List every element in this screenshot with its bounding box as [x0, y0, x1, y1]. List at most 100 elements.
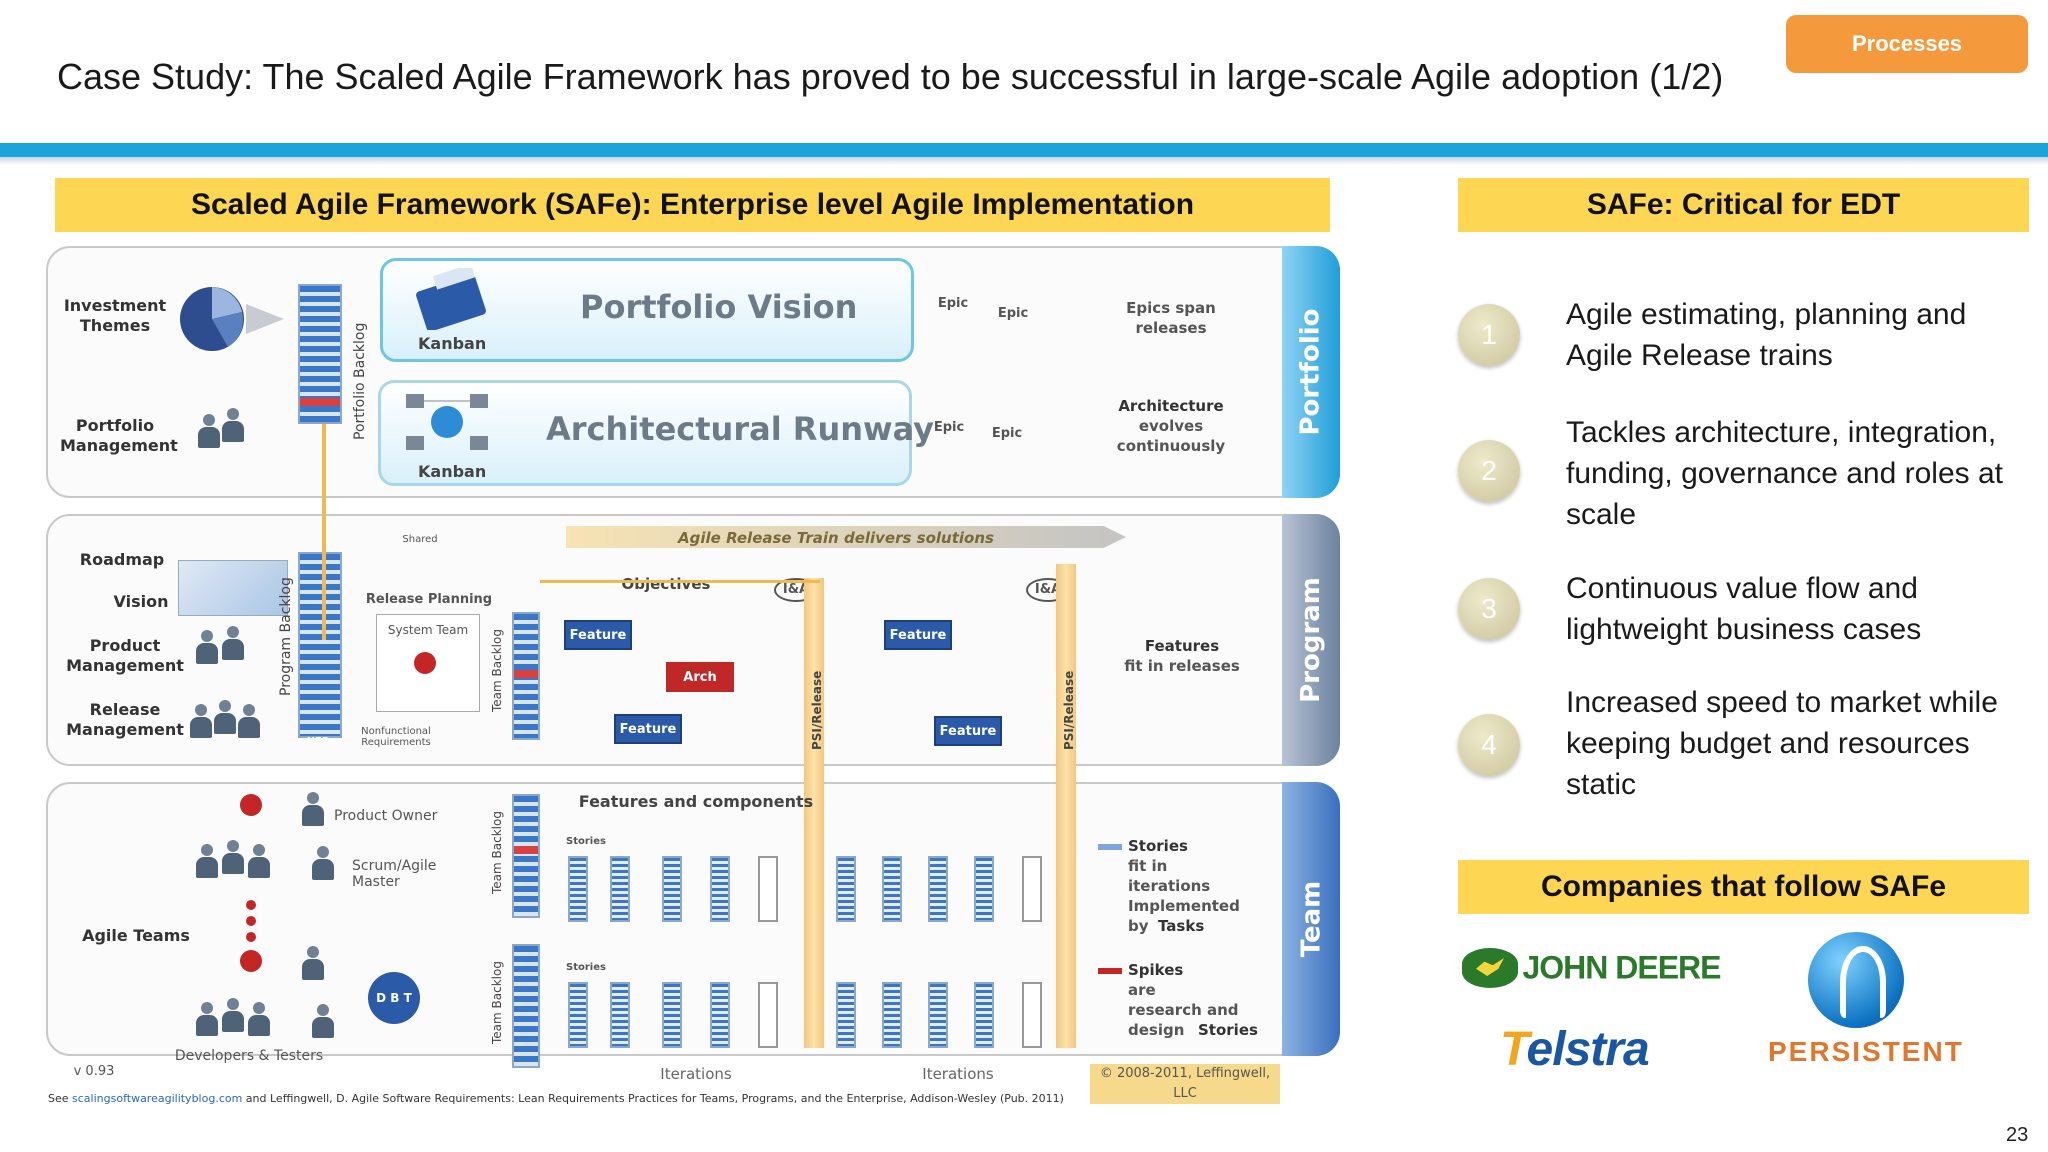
- team-backlog-stack: [512, 794, 540, 918]
- team-backlog-label: Team Backlog: [490, 961, 504, 1044]
- iterations-label: Iterations: [660, 1065, 732, 1083]
- iteration-column: [836, 856, 856, 922]
- stories-note: fit in iterations Implemented by: [1128, 857, 1240, 935]
- person-icon: [196, 630, 218, 664]
- stories-label: Stories: [566, 836, 606, 847]
- iteration-column: [758, 982, 778, 1048]
- team-backlog-label: Team Backlog: [490, 811, 504, 894]
- psi-release-label: PSI/Release: [1062, 670, 1076, 750]
- companies-section-header: Companies that follow SAFe: [1458, 860, 2029, 914]
- bullet-number-1: 1: [1458, 304, 1520, 366]
- program-tab: Program: [1282, 514, 1340, 766]
- iteration-column: [610, 982, 630, 1048]
- iterations-label: Iterations: [922, 1065, 994, 1083]
- release-management-label: Release Management: [66, 700, 184, 739]
- product-owner-label: Product Owner: [334, 808, 438, 824]
- connector-dot: [246, 932, 256, 942]
- iteration-column: [1022, 982, 1042, 1048]
- iteration-column: [1022, 856, 1042, 922]
- iteration-column: [568, 982, 588, 1048]
- connector-dot: [246, 916, 256, 926]
- epics-span-note: Epics span releases: [1126, 299, 1216, 337]
- bullet-number-4: 4: [1458, 714, 1520, 776]
- safe-framework-diagram: Portfolio Program Team Investment Themes…: [46, 244, 1344, 1105]
- version-label: v 0.93: [73, 1064, 115, 1079]
- feature-card: Feature: [614, 714, 682, 744]
- portfolio-backlog-stack: [298, 284, 342, 424]
- team-dot: [240, 794, 262, 816]
- stories-legend-swatch: [1098, 844, 1122, 850]
- bullet-text-1: Agile estimating, planning and Agile Rel…: [1566, 298, 1967, 372]
- program-band: [46, 514, 1338, 766]
- person-icon: [196, 1002, 218, 1036]
- scrum-master-label: Scrum/Agile Master: [352, 858, 437, 890]
- epic-label: Epic: [997, 306, 1029, 321]
- iteration-column: [882, 982, 902, 1048]
- connector-dot: [246, 900, 256, 910]
- architecture-note-bold: Architecture: [1118, 397, 1224, 415]
- slide-title: Case Study: The Scaled Agile Framework h…: [57, 56, 1724, 97]
- person-icon: [222, 840, 244, 874]
- epic-label: Epic: [991, 426, 1023, 441]
- page-number: 23: [2006, 1124, 2029, 1146]
- iteration-column: [836, 982, 856, 1048]
- iteration-column: [568, 856, 588, 922]
- runway-network-icon: [406, 394, 488, 450]
- persistent-globe-icon: [1808, 932, 1904, 1028]
- person-icon: [312, 1004, 334, 1038]
- person-icon: [222, 408, 244, 442]
- agile-release-train-arrow: [566, 526, 1126, 548]
- person-icon: [198, 414, 220, 448]
- bullet-number-2: 2: [1458, 440, 1520, 502]
- features-components-label: Features and components: [578, 792, 814, 811]
- portfolio-tab: Portfolio: [1282, 246, 1340, 498]
- team-tab: Team: [1282, 782, 1340, 1056]
- safe-section-header: Scaled Agile Framework (SAFe): Enterpris…: [55, 178, 1330, 232]
- copyright-label: © 2008-2011, Leffingwell, LLC: [1090, 1064, 1280, 1104]
- psi-release-bar: [1056, 564, 1076, 1048]
- accent-rule-shadow: [0, 157, 2048, 165]
- team-backlog-label: Team Backlog: [490, 629, 504, 712]
- person-icon: [312, 846, 334, 880]
- flow-line: [540, 580, 820, 583]
- team-dot: [240, 950, 262, 972]
- stories-label: Stories: [566, 962, 606, 973]
- architecture-note: evolves continuously: [1116, 417, 1226, 455]
- bullet-number-3: 3: [1458, 578, 1520, 640]
- person-icon: [214, 700, 236, 734]
- psi-release-label: PSI/Release: [810, 670, 824, 750]
- product-management-label: Product Management: [66, 636, 184, 675]
- flow-line: [322, 424, 326, 550]
- features-note: fit in releases: [1124, 657, 1240, 675]
- flow-line: [322, 544, 326, 640]
- footnote-link[interactable]: scalingsoftwareagilityblog.com: [72, 1092, 243, 1105]
- nonfunctional-requirements-label: Nonfunctional Requirements: [361, 726, 431, 748]
- vision-label: Vision: [113, 592, 169, 611]
- developers-testers-label: Developers & Testers: [174, 1048, 324, 1064]
- iteration-column: [662, 982, 682, 1048]
- framework-footnote: See scalingsoftwareagilityblog.com and L…: [48, 1092, 1064, 1105]
- portfolio-vision-title: Portfolio Vision: [580, 288, 858, 326]
- person-icon: [238, 704, 260, 738]
- deer-icon: [1462, 948, 1518, 988]
- roadmap-label: Roadmap: [79, 550, 165, 569]
- iteration-column: [974, 856, 994, 922]
- program-backlog-label: Program Backlog: [278, 577, 294, 696]
- iteration-column: [882, 856, 902, 922]
- architectural-runway-box: [378, 380, 912, 486]
- investment-pie-icon: [180, 287, 284, 351]
- person-icon: [222, 998, 244, 1032]
- iteration-column: [758, 856, 778, 922]
- epic-label: Epic: [933, 420, 965, 435]
- spikes-note-bold: Spikes: [1128, 961, 1184, 979]
- processes-badge[interactable]: Processes: [1786, 15, 2028, 73]
- team-dot: [414, 652, 436, 674]
- system-team-label: System Team: [387, 623, 469, 637]
- stories-note-bold: Stories: [1128, 837, 1188, 855]
- iteration-column: [928, 856, 948, 922]
- accent-rule: [0, 143, 2048, 157]
- kanban-folder-icon: [416, 268, 486, 330]
- person-icon: [248, 1002, 270, 1036]
- bullet-text-4: Increased speed to market while keeping …: [1566, 686, 1998, 801]
- features-note-bold: Features: [1144, 637, 1220, 655]
